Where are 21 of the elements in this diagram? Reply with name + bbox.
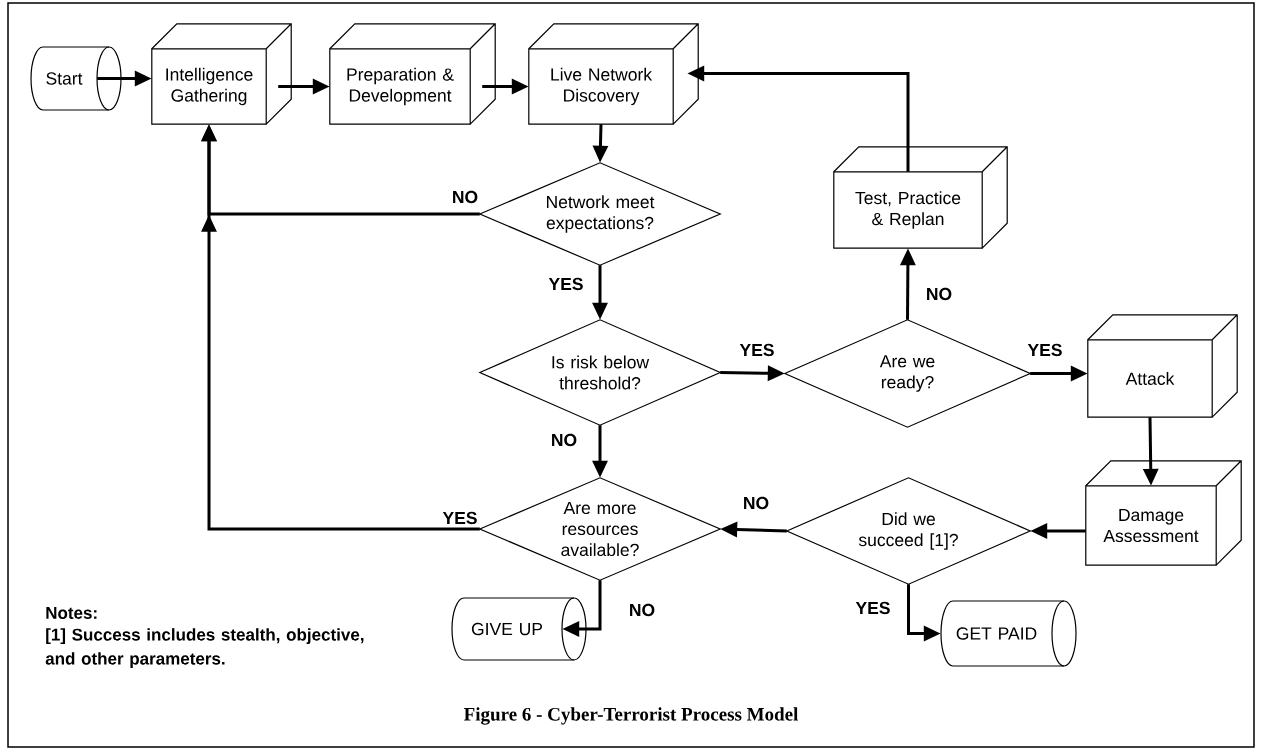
- edge-label: YES: [738, 342, 776, 358]
- process-box: Preparation & Development: [329, 23, 496, 125]
- edge-label: NO: [549, 432, 579, 448]
- terminal-cylinder: GIVE UP: [451, 597, 587, 661]
- edge-label: NO: [450, 189, 480, 205]
- note-text: [1] Success includes stealth, objective, and other parameters.: [45, 628, 364, 669]
- process-box: Attack: [1087, 314, 1238, 418]
- notes-heading: Notes:: [46, 607, 97, 619]
- edge-label: NO: [627, 602, 657, 618]
- figure-caption: Figure 6 - Cyber-Terrorist Process Model: [464, 707, 799, 725]
- edge-label: YES: [547, 276, 585, 292]
- process-box: Intelligence Gathering: [151, 23, 292, 125]
- edge-label: NO: [924, 286, 954, 302]
- process-box: Damage Assessment: [1085, 460, 1242, 566]
- edge-label: NO: [741, 495, 771, 511]
- terminal-cylinder: Start: [30, 46, 122, 111]
- process-box: Test, Practice & Replan: [833, 146, 1008, 249]
- terminal-cylinder: GET PAID: [940, 600, 1077, 667]
- process-box: Live Network Discovery: [528, 23, 699, 125]
- edge-label: YES: [441, 510, 479, 526]
- edge-label: YES: [854, 600, 892, 616]
